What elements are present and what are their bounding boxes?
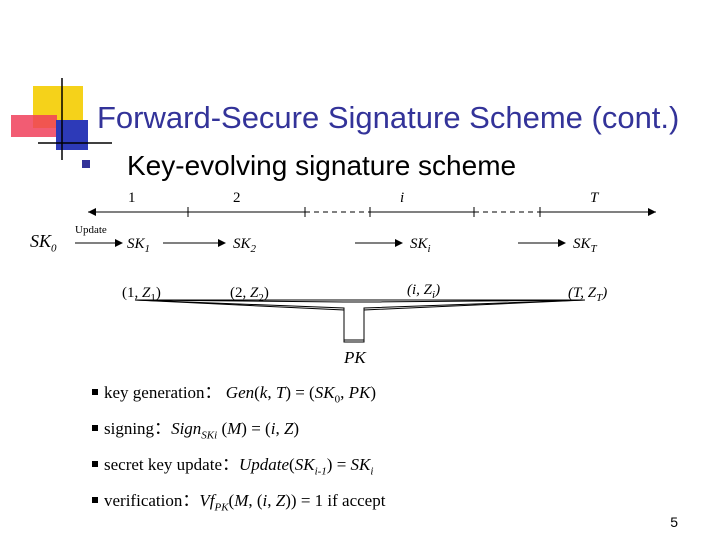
timeline-axis [88,207,656,217]
page-number: 5 [670,514,678,530]
slide-title: Forward-Secure Signature Scheme (cont.) [97,100,679,136]
period-label-T: T [590,190,598,207]
bullet-verification: verification：VfPK(M, (i, Z)) = 1 if acce… [92,486,385,513]
bullet-key-generation: key generation： Gen(k, T) = (SK0, PK) [92,378,376,405]
signature-T: (T, ZT) [568,285,607,304]
sk0-label: SK0 [30,231,57,255]
bullet-square-icon [92,389,98,395]
signature-2: (2, Z2) [230,285,269,304]
period-label-i: i [400,190,404,207]
key-sk1: SK1 [127,236,150,255]
period-label-2: 2 [233,190,241,207]
update-label: Update [75,224,107,236]
key-skT: SKT [573,236,597,255]
main-bullet: Key-evolving signature scheme [99,150,516,182]
bullet-square-icon [92,461,98,467]
period-label-1: 1 [128,190,136,207]
signature-i: (i, Zi) [407,282,440,301]
pk-arrow [135,300,585,342]
key-ski: SKi [410,236,431,255]
key-sk2: SK2 [233,236,256,255]
bullet-square-icon [92,497,98,503]
pk-label: PK [344,348,366,368]
signature-1: (1, Z1) [122,285,161,304]
bullet-secret-key-update: secret key update：Update(SKi-1) = SKi [92,450,373,477]
bullet-square-icon [92,425,98,431]
bullet-signing: signing：SignSKi (M) = (i, Z) [92,414,299,441]
bullet-square-icon [82,160,90,168]
main-bullet-text: Key-evolving signature scheme [127,150,516,181]
